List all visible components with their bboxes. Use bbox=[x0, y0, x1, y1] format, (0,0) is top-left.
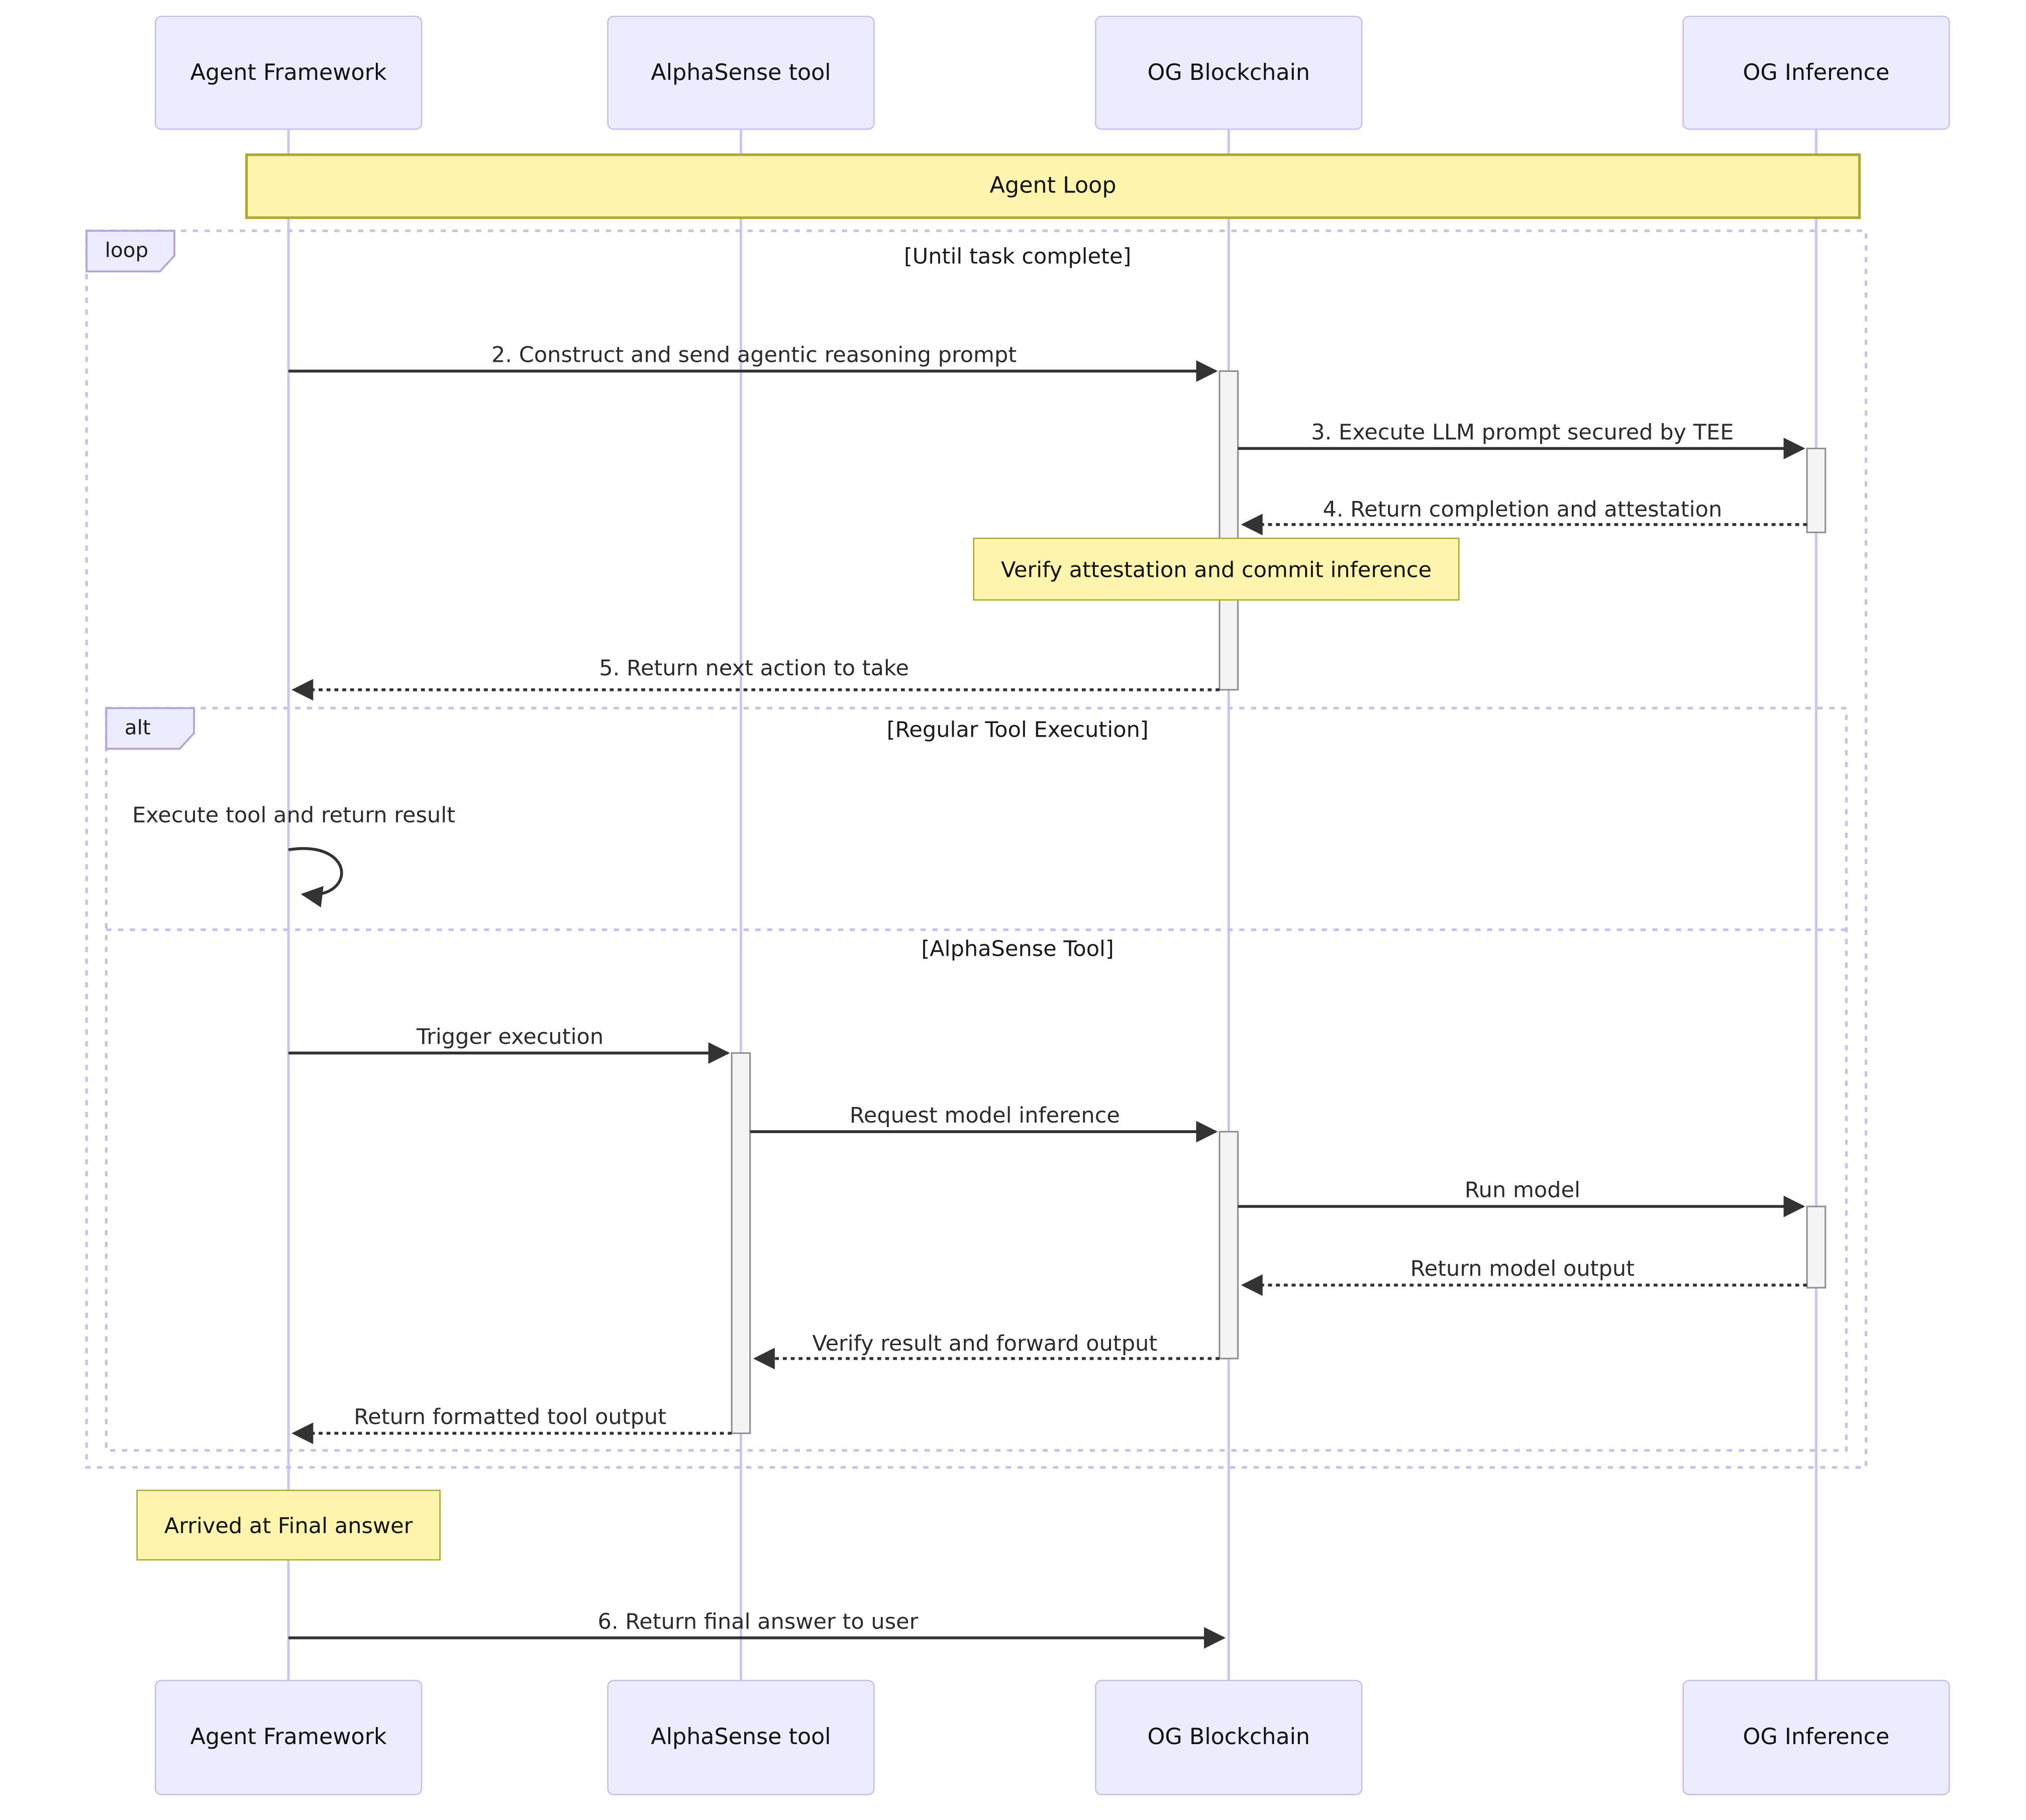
activation-og-inference-1 bbox=[1806, 447, 1827, 534]
alt-condition-regular: [Regular Tool Execution] bbox=[886, 717, 1149, 743]
note-text: Verify attestation and commit inference bbox=[1000, 556, 1432, 582]
note-text: Arrived at Final answer bbox=[164, 1512, 413, 1538]
participant-og-blockchain-bottom: OG Blockchain bbox=[1095, 1680, 1363, 1795]
participant-label: OG Inference bbox=[1743, 1724, 1890, 1751]
arrow-self-execute-tool bbox=[288, 847, 343, 907]
participant-label: Agent Framework bbox=[190, 1724, 387, 1751]
alt-label-tab bbox=[105, 707, 195, 750]
alt-frame bbox=[105, 706, 1848, 1452]
activation-og-blockchain-2 bbox=[1219, 1131, 1239, 1360]
loop-frame bbox=[85, 229, 1868, 1469]
message-construct-prompt: 2. Construct and send agentic reasoning … bbox=[491, 342, 1017, 367]
activation-og-blockchain-1 bbox=[1219, 370, 1239, 691]
message-self-execute-tool: Execute tool and return result bbox=[132, 802, 456, 828]
activation-alphasense bbox=[731, 1052, 751, 1434]
participant-label: Agent Framework bbox=[190, 59, 387, 86]
participant-label: OG Blockchain bbox=[1147, 1724, 1310, 1751]
note-verify-attestation: Verify attestation and commit inference bbox=[973, 537, 1460, 601]
loop-label: loop bbox=[105, 238, 149, 262]
participant-label: AlphaSense tool bbox=[651, 59, 831, 86]
diagram-title: Agent Loop bbox=[989, 173, 1117, 199]
message-return-formatted: Return formatted tool output bbox=[354, 1404, 667, 1430]
alt-label: alt bbox=[124, 716, 151, 740]
activation-og-inference-2 bbox=[1806, 1205, 1827, 1289]
participant-agent-framework-bottom: Agent Framework bbox=[154, 1680, 423, 1795]
diagram-title-banner: Agent Loop bbox=[245, 153, 1861, 219]
message-verify-forward: Verify result and forward output bbox=[812, 1331, 1158, 1356]
message-execute-llm: 3. Execute LLM prompt secured by TEE bbox=[1311, 420, 1734, 445]
message-request-inference: Request model inference bbox=[849, 1102, 1120, 1128]
loop-condition: [Until task complete] bbox=[903, 244, 1132, 269]
participant-og-inference-top: OG Inference bbox=[1682, 16, 1950, 130]
message-return-model-output: Return model output bbox=[1410, 1256, 1635, 1281]
note-final-answer: Arrived at Final answer bbox=[136, 1489, 441, 1561]
participant-label: OG Blockchain bbox=[1147, 59, 1310, 86]
participant-agent-framework-top: Agent Framework bbox=[154, 16, 423, 130]
message-run-model: Run model bbox=[1464, 1177, 1581, 1203]
participant-og-blockchain-top: OG Blockchain bbox=[1095, 16, 1363, 130]
participant-label: AlphaSense tool bbox=[651, 1724, 831, 1751]
message-trigger-execution: Trigger execution bbox=[417, 1024, 604, 1049]
loop-label-tab bbox=[85, 230, 176, 273]
message-return-next-action: 5. Return next action to take bbox=[599, 655, 909, 681]
message-return-completion: 4. Return completion and attestation bbox=[1323, 497, 1723, 522]
participant-alphasense-tool-top: AlphaSense tool bbox=[607, 16, 875, 130]
message-final-answer: 6. Return final answer to user bbox=[597, 1609, 919, 1634]
participant-alphasense-tool-bottom: AlphaSense tool bbox=[607, 1680, 875, 1795]
alt-condition-alphasense: [AlphaSense Tool] bbox=[921, 936, 1114, 961]
participant-label: OG Inference bbox=[1743, 59, 1890, 86]
participant-og-inference-bottom: OG Inference bbox=[1682, 1680, 1950, 1795]
